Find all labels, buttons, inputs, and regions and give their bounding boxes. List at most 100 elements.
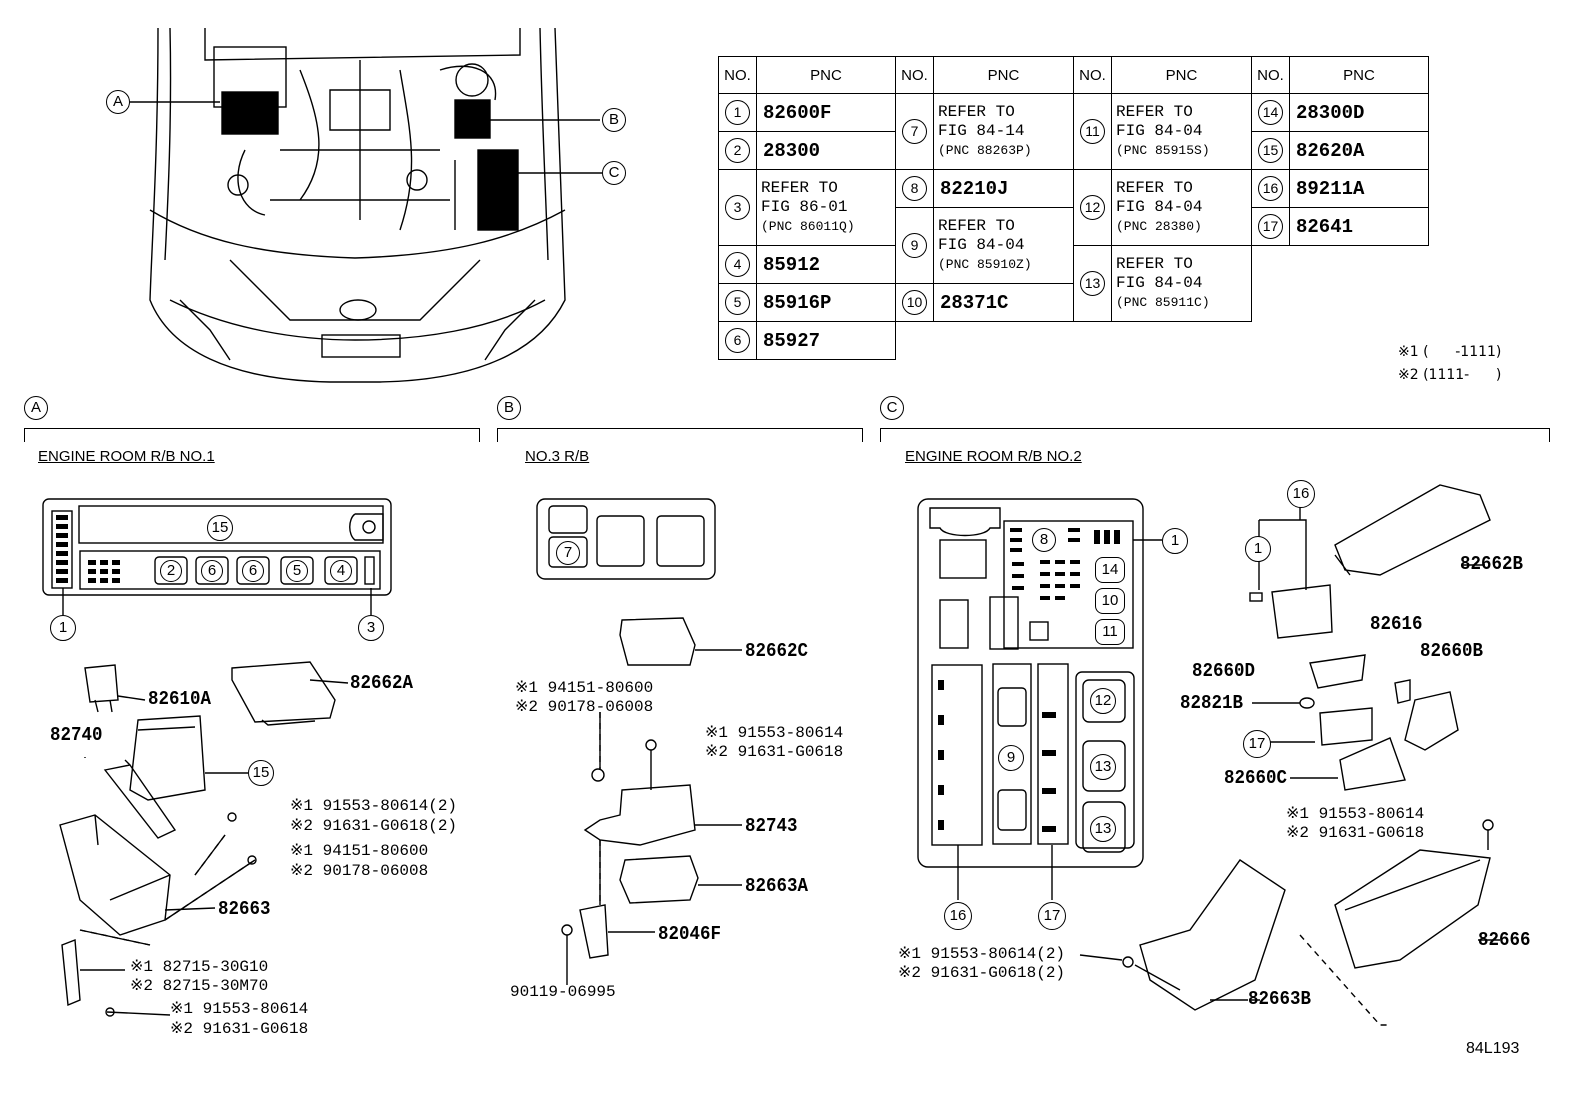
callout-12: 12: [1090, 688, 1116, 714]
nut-note-1: ※1 94151-80600: [290, 842, 429, 860]
col1-no-header: NO.: [718, 56, 757, 94]
col3-no-header: NO.: [1073, 56, 1112, 94]
callout-1: 1: [50, 615, 76, 641]
table-row-pnc: 82641: [1289, 207, 1429, 246]
part-82821B: 82821B: [1180, 692, 1243, 714]
part-90119-06995: 90119-06995: [510, 983, 616, 1001]
part-82743: 82743: [745, 815, 798, 837]
table-row-no: 14: [1258, 100, 1283, 125]
bolt-note-1: ※1 91553-80614(2): [290, 797, 458, 815]
nut-note-b2: ※2 90178-06008: [515, 698, 654, 716]
col3-pnc-header: PNC: [1111, 56, 1252, 94]
engine-callout-a: A: [106, 90, 130, 114]
callout-17: 17: [1038, 902, 1066, 930]
pnc-table: NO. PNC NO. PNC NO. PNC NO. PNC 1 82600F…: [718, 56, 1429, 360]
callout-8: 8: [1032, 528, 1056, 552]
table-row-no: 16: [1258, 176, 1283, 201]
engine-bay-drawing: [130, 27, 602, 383]
section-a-marker: A: [24, 396, 48, 420]
nut-note-b1: ※1 94151-80600: [515, 679, 654, 697]
part-82663A: 82663A: [745, 875, 808, 897]
callout-17: 17: [1243, 730, 1271, 758]
table-row-no: 7: [902, 119, 927, 144]
part-82660D: 82660D: [1192, 660, 1255, 682]
callout-10: 10: [1095, 588, 1125, 614]
table-row-no: 11: [1080, 119, 1105, 144]
part-82660B: 82660B: [1420, 640, 1483, 662]
table-row-no: 10: [902, 290, 927, 315]
table-row-pnc: 82600F: [756, 93, 896, 132]
col2-no-header: NO.: [895, 56, 934, 94]
table-row-no: 4: [725, 252, 750, 277]
part-82660C: 82660C: [1224, 767, 1287, 789]
col4-pnc-header: PNC: [1289, 56, 1429, 94]
part-82662A: 82662A: [350, 672, 413, 694]
table-row-pnc: 28300: [756, 131, 896, 170]
table-row-pnc: 85916P: [756, 283, 896, 322]
table-row-no: 3: [725, 195, 750, 220]
callout-6: 6: [242, 560, 264, 582]
callout-16: 16: [944, 902, 972, 930]
engine-callout-b: B: [602, 108, 626, 132]
figure-code: 84L193: [1466, 1040, 1520, 1057]
table-row-no: 15: [1258, 138, 1283, 163]
part-82610A: 82610A: [148, 688, 211, 710]
table-row-pnc: 28371C: [933, 283, 1074, 322]
section-a-title: ENGINE ROOM R/B NO.1: [38, 448, 215, 465]
table-row-no: 13: [1080, 271, 1105, 296]
table-row-no: 8: [902, 176, 927, 201]
table-row-no: 6: [725, 328, 750, 353]
callout-6: 6: [201, 560, 223, 582]
part-82662B: 82662B: [1460, 553, 1523, 575]
callout-13: 13: [1090, 816, 1116, 842]
callout-13: 13: [1090, 754, 1116, 780]
note-1: ※1 ( -1111): [1398, 344, 1502, 360]
callout-9: 9: [998, 745, 1024, 771]
table-row-pnc: 82620A: [1289, 131, 1429, 170]
table-row-no: 12: [1080, 195, 1105, 220]
part-82616: 82616: [1370, 613, 1423, 635]
bolt-note-c3: ※1 91553-80614(2): [898, 945, 1066, 963]
bolt-note-b1: ※1 91553-80614: [705, 724, 844, 742]
table-row-pnc: 85927: [756, 321, 896, 360]
relay-block-a-drawing: [42, 498, 392, 1017]
table-row-pnc: 85912: [756, 245, 896, 284]
clip-note-1: ※1 82715-30G10: [130, 958, 269, 976]
callout-3: 3: [358, 615, 384, 641]
screw-note-2: ※2 91631-G0618: [170, 1020, 309, 1038]
table-row-no: 9: [902, 233, 927, 258]
callout-1: 1: [1162, 528, 1188, 554]
callout-15: 15: [207, 515, 233, 541]
section-b-bracket: [497, 428, 863, 442]
section-c-marker: C: [880, 396, 904, 420]
table-row-pnc: 89211A: [1289, 169, 1429, 208]
col4-no-header: NO.: [1251, 56, 1290, 94]
clip-note-2: ※2 82715-30M70: [130, 977, 269, 995]
table-row-no: 17: [1258, 214, 1283, 239]
bolt-note-c2: ※2 91631-G0618: [1286, 824, 1425, 842]
part-82740: 82740: [50, 724, 103, 746]
screw-note-1: ※1 91553-80614: [170, 1000, 309, 1018]
callout-15: 15: [248, 760, 274, 786]
table-row-no: 5: [725, 290, 750, 315]
callout-14: 14: [1095, 557, 1125, 583]
callout-5: 5: [286, 560, 308, 582]
part-82046F: 82046F: [658, 923, 721, 945]
section-a-bracket: [24, 428, 480, 442]
callout-2: 2: [160, 560, 182, 582]
callout-7: 7: [556, 541, 580, 565]
table-row-pnc: 82210J: [933, 169, 1074, 208]
table-row-pnc: 28300D: [1289, 93, 1429, 132]
callout-1: 1: [1245, 536, 1271, 562]
nut-note-2: ※2 90178-06008: [290, 862, 429, 880]
table-row-no: 1: [725, 100, 750, 125]
note-2: ※2 (1111- ): [1398, 367, 1502, 383]
section-b-title: NO.3 R/B: [525, 448, 590, 465]
col2-pnc-header: PNC: [933, 56, 1074, 94]
part-82663: 82663: [218, 898, 271, 920]
